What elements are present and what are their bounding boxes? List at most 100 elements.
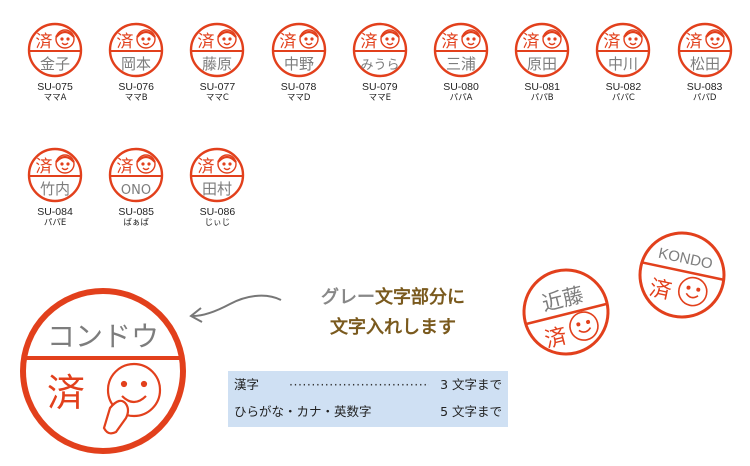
stamp-variant: パパD	[692, 93, 717, 103]
limit-dots: ·······································	[289, 377, 429, 392]
thumbs-up-face-icon	[102, 362, 162, 435]
example-top-char: 済	[647, 276, 674, 305]
stamp-icon: 済岡本	[108, 22, 164, 78]
stamp-name: みうら	[360, 58, 399, 73]
big-stamp-diagram: コンドウ 済	[20, 288, 186, 454]
stamp-icon: 済中川	[596, 22, 651, 78]
stamp-name: 松田	[690, 55, 720, 73]
mama-c-face-icon	[217, 29, 238, 49]
stamp-top-char: 済	[442, 32, 459, 52]
stamp-code: SU-077	[199, 81, 236, 93]
stamp-name: 田村	[202, 180, 232, 198]
stamp-top-char: 済	[36, 157, 53, 177]
note-brown-text: 文字部分に	[375, 287, 465, 308]
stamp-icon: 済松田	[677, 22, 732, 78]
stamp-variant: パパC	[611, 93, 635, 103]
stamp-top-char: 済	[117, 157, 134, 177]
stamp-code: SU-081	[524, 81, 560, 93]
grandpa-face-icon	[217, 154, 238, 174]
stamp-icon: 済田村	[190, 147, 245, 203]
mama-a-face-icon	[55, 29, 75, 49]
stamp-name: 金子	[40, 55, 70, 73]
stamp-icon: 済竹内	[27, 147, 83, 203]
stamp-variant: パパA	[449, 93, 473, 103]
character-limits-box: 漢字 ·····································…	[228, 371, 508, 427]
stamp-top-char: 済	[198, 32, 215, 52]
big-stamp-name: コンドウ	[47, 320, 159, 353]
stamp-name: 三浦	[446, 55, 476, 73]
stamp-code: SU-084	[37, 206, 73, 218]
stamp-name: 原田	[527, 55, 557, 73]
big-stamp-ring	[20, 288, 186, 454]
limit-row-kana: ひらがな・カナ・英数字 5 文字まで	[234, 400, 502, 424]
stamp-code: SU-075	[37, 81, 73, 93]
stamp-code: SU-080	[443, 81, 479, 93]
stamp-code: SU-085	[118, 206, 154, 218]
stamp-icon: 済三浦	[433, 22, 489, 78]
stamp-top-char: 済	[279, 32, 296, 52]
stamp-variant: パパB	[530, 93, 554, 103]
stamp-name: 竹内	[40, 180, 70, 198]
big-stamp-top-char: 済	[47, 371, 85, 415]
note-line-1: グレー文字部分に	[288, 283, 498, 313]
stamp-variant: ママE	[368, 93, 391, 103]
limit-row-kanji: 漢字 ·····································…	[234, 373, 502, 397]
stamp-name: 中野	[284, 55, 314, 73]
stamp-name: 中川	[608, 55, 638, 73]
limit-count: 3 文字まで	[440, 377, 502, 392]
limit-count: 5 文字まで	[440, 404, 502, 419]
stamp-variant: じぃじ	[204, 218, 231, 228]
stamp-top-char: 済	[117, 32, 134, 52]
stamp-top-char: 済	[604, 32, 621, 52]
thumbs-up-face-icon	[677, 276, 708, 307]
papa-e-face-icon	[55, 154, 75, 174]
mama-d-face-icon	[298, 29, 319, 49]
stamp-code: SU-078	[280, 81, 317, 93]
grandma-face-icon	[136, 154, 157, 174]
stamp-variant: パパE	[43, 218, 67, 228]
example-stamp-kanji: 近藤 済	[522, 268, 610, 356]
stamp-icon: 済中野	[271, 22, 326, 78]
stamp-variant: ママD	[286, 93, 311, 103]
stamp-name: 藤原	[202, 55, 232, 73]
note-gray-text: グレー	[321, 287, 375, 308]
stamp-top-char: 済	[198, 157, 215, 177]
note-line-2: 文字入れします	[330, 317, 456, 338]
stamp-name: 岡本	[121, 55, 151, 73]
stamp-variant: ばぁば	[123, 218, 149, 228]
stamp-variant: ママC	[205, 93, 229, 103]
stamp-variant: ママA	[43, 93, 67, 103]
example-stamp-romaji: KONDO 済	[638, 231, 726, 319]
stamp-code: SU-082	[605, 81, 642, 93]
stamp-top-char: 済	[685, 32, 702, 52]
stamp-icon: 済藤原	[190, 22, 245, 78]
stamp-icon: 済 ONO	[108, 147, 164, 203]
stamp-top-char: 済	[523, 32, 540, 52]
stamp-icon: 済金子	[27, 22, 83, 78]
stamp-name: ONO	[121, 183, 151, 198]
limit-label: ひらがな・カナ・英数字	[234, 404, 372, 419]
pointer-arrow-icon	[189, 294, 282, 323]
example-ring	[638, 231, 726, 319]
papa-c-face-icon	[623, 29, 644, 49]
papa-d-face-icon	[704, 29, 725, 49]
example-ring	[522, 268, 610, 356]
engraving-note: グレー文字部分に 文字入れします	[288, 283, 498, 343]
papa-a-face-icon	[461, 29, 481, 49]
stamp-code: SU-086	[199, 206, 236, 218]
thumbs-up-face-icon	[569, 311, 599, 341]
stamp-code: SU-083	[686, 81, 723, 93]
